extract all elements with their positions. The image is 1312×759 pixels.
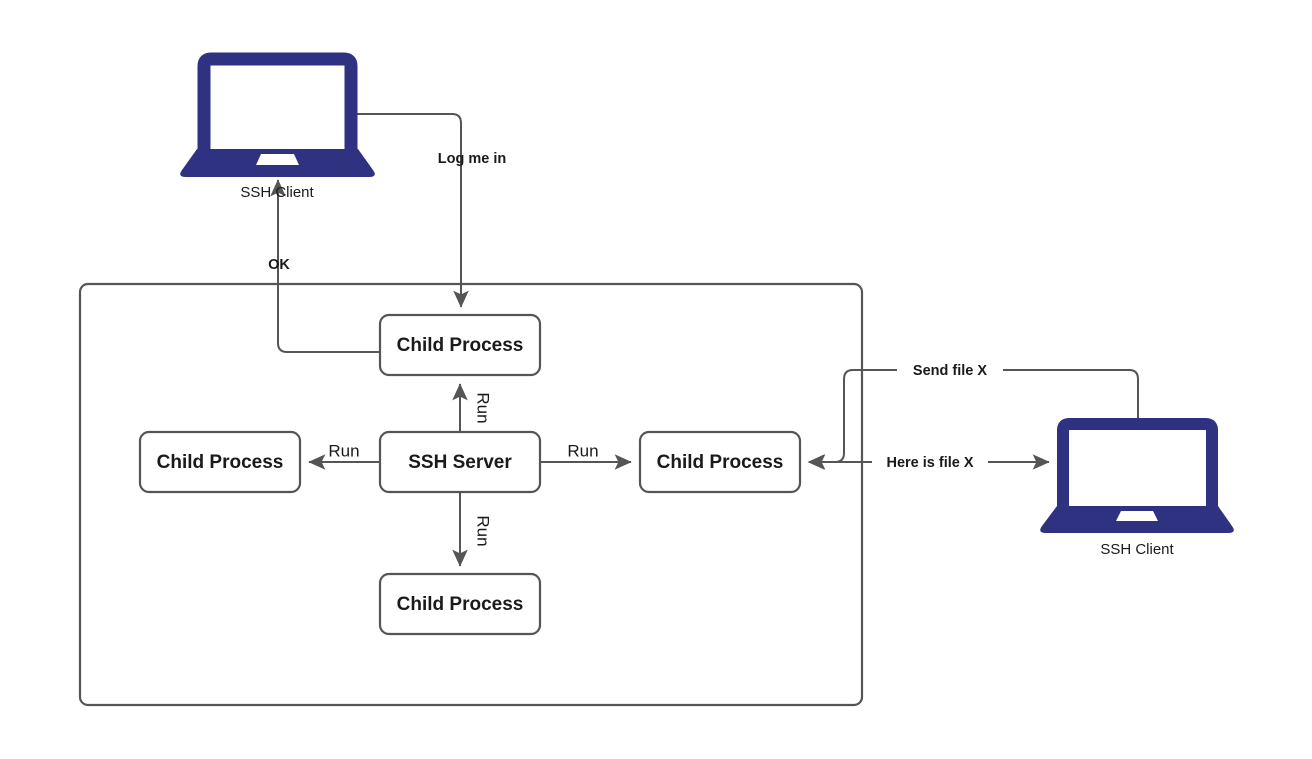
connector-send-file-x (808, 369, 1139, 470)
node-box[interactable] (378, 572, 542, 636)
edge-label-run-left: Run (328, 441, 359, 460)
ssh-server-host-boundary (78, 282, 864, 707)
node-label: Child Process (157, 452, 284, 473)
edge-label-run-top: Run (474, 392, 493, 423)
laptop-screen-icon (1057, 418, 1218, 506)
node-child-right[interactable]: Child Process (638, 430, 802, 494)
connector-ok (270, 179, 380, 353)
node-child-top[interactable]: Child Process (378, 313, 542, 377)
edge-label-log-me-in: Log me in (438, 151, 506, 167)
node-box[interactable] (378, 313, 542, 377)
device-caption: SSH Client (1100, 541, 1174, 558)
node-label: Child Process (657, 452, 784, 473)
edge-label-here-is-file-x: Here is file X (886, 455, 973, 471)
node-label: Child Process (397, 335, 524, 356)
device-caption: SSH Client (240, 184, 314, 201)
node-child-left[interactable]: Child Process (138, 430, 302, 494)
edge-label-run-right: Run (567, 441, 598, 460)
edge-label-ok: OK (268, 257, 290, 273)
connector-log-me-in (356, 113, 469, 308)
laptop-notch-icon (1116, 511, 1158, 521)
node-box[interactable] (138, 430, 302, 494)
laptop-screen-icon (197, 52, 358, 149)
edge-label-run-bottom: Run (474, 515, 493, 546)
laptop-notch-icon (256, 154, 299, 165)
device-ssh-client-right[interactable]: SSH Client (1040, 418, 1234, 558)
node-box[interactable] (378, 430, 542, 494)
node-box[interactable] (638, 430, 802, 494)
edge-label-send-file-x: Send file X (913, 363, 987, 379)
node-ssh-server[interactable]: SSH Server (378, 430, 542, 494)
device-ssh-client-left[interactable]: SSH Client (180, 52, 375, 201)
node-label: Child Process (397, 594, 524, 615)
label-backdrop-here-is-file-x (872, 453, 988, 472)
node-label: SSH Server (408, 452, 512, 473)
node-child-bottom[interactable]: Child Process (378, 572, 542, 636)
label-backdrop-send-file-x (897, 361, 1003, 380)
